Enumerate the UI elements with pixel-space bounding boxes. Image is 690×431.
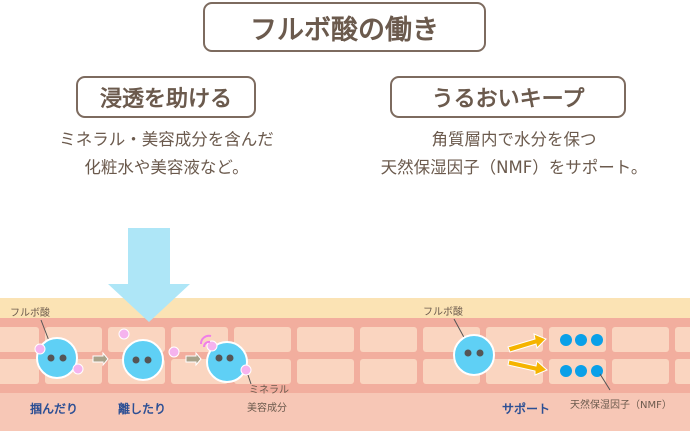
eye-icon xyxy=(47,354,55,362)
eye-icon xyxy=(226,354,234,362)
mineral-dot-icon xyxy=(168,346,180,358)
surface-layer xyxy=(0,298,690,318)
nmf-dot-icon xyxy=(560,365,572,377)
desc-line: 角質層内で水分を保つ xyxy=(431,130,597,149)
skin-cell xyxy=(360,359,417,384)
desc-line: 天然保湿因子（NMF）をサポート。 xyxy=(380,158,648,177)
eye-icon xyxy=(144,356,152,364)
nmf-dot-icon xyxy=(560,334,572,346)
desc-line: ミネラル・美容成分を含んだ xyxy=(59,130,274,149)
skin-cell xyxy=(675,359,690,384)
skin-cell xyxy=(612,327,669,352)
beauty-ingredient-label: 美容成分 xyxy=(247,401,287,414)
fulvic-molecule-icon xyxy=(36,337,78,379)
support-arrow-icon xyxy=(507,359,548,376)
step-release-label: 離したり xyxy=(118,401,166,416)
nmf-label: 天然保湿因子（NMF） xyxy=(570,398,672,411)
desc-line: 化粧水や美容液など。 xyxy=(84,158,249,177)
nmf-dot-icon xyxy=(591,334,603,346)
leader-line xyxy=(247,374,252,385)
fulvic-molecule-icon xyxy=(453,334,495,376)
skin-cell xyxy=(297,359,354,384)
penetration-arrow-icon xyxy=(108,228,190,322)
mineral-label: ミネラル xyxy=(249,384,289,396)
skin-cell xyxy=(360,327,417,352)
description-penetration: ミネラル・美容成分を含んだ 化粧水や美容液など。 xyxy=(0,126,333,182)
skin-cell xyxy=(675,327,690,352)
support-label: サポート xyxy=(502,401,550,416)
eye-icon xyxy=(59,354,67,362)
step-arrow-icon xyxy=(92,351,109,367)
mineral-dot-icon xyxy=(206,340,218,352)
lower-layer xyxy=(0,393,690,431)
description-moisture: 角質層内で水分を保つ 天然保湿因子（NMF）をサポート。 xyxy=(330,126,690,182)
eye-icon xyxy=(215,354,223,362)
mineral-dot-icon xyxy=(240,364,252,376)
page-title: フルボ酸の働き xyxy=(203,2,486,52)
step-arrow-icon xyxy=(185,351,202,367)
skin-cell xyxy=(0,327,39,352)
mineral-dot-icon xyxy=(118,328,130,340)
fulvic-molecule-icon xyxy=(122,339,164,381)
skin-cell xyxy=(234,327,291,352)
eye-icon xyxy=(464,349,472,357)
step-grab-label: 掴んだり xyxy=(30,401,78,416)
mineral-dot-icon xyxy=(34,343,46,355)
skin-cell xyxy=(0,359,39,384)
skin-cell xyxy=(612,359,669,384)
eye-icon xyxy=(476,349,484,357)
nmf-dot-icon xyxy=(575,334,587,346)
support-arrow-icon xyxy=(507,333,547,353)
mineral-dot-icon xyxy=(72,363,84,375)
fulvic-label-left: フルボ酸 xyxy=(10,306,50,319)
heading-moisture: うるおいキープ xyxy=(390,76,626,118)
vibration-icon xyxy=(200,334,212,348)
fulvic-molecule-icon xyxy=(206,341,248,383)
fulvic-label-right: フルボ酸 xyxy=(423,305,463,318)
eye-icon xyxy=(132,356,140,364)
skin-cell xyxy=(297,327,354,352)
leader-line xyxy=(599,373,611,391)
heading-penetration: 浸透を助ける xyxy=(76,76,256,118)
nmf-dot-icon xyxy=(575,365,587,377)
